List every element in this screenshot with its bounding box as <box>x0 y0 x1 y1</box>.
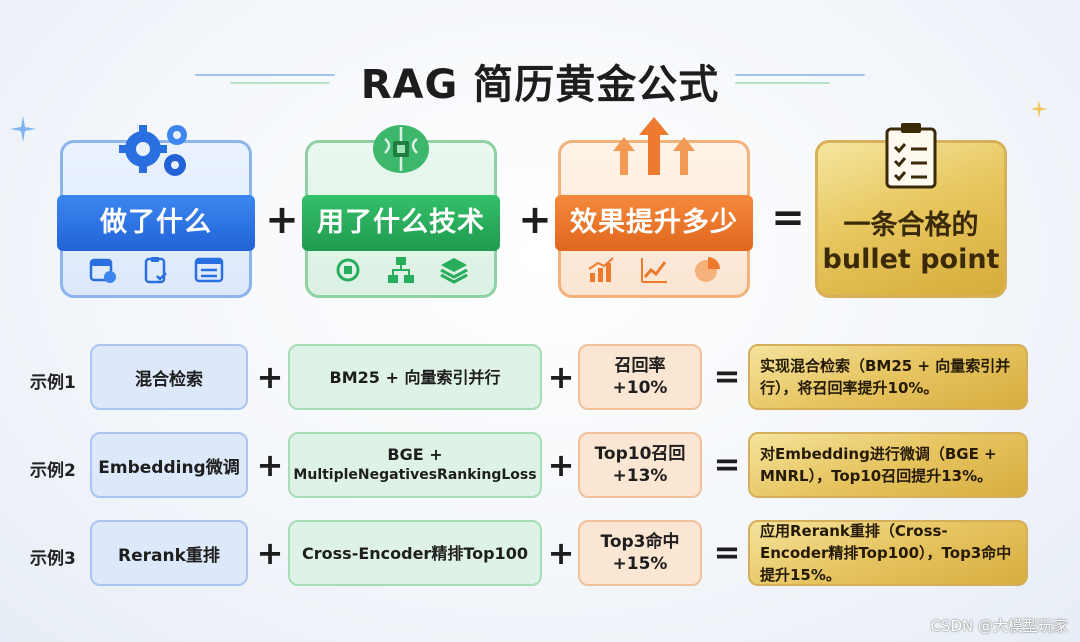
gear-chip-icon <box>336 258 360 282</box>
brain-chip-icon <box>373 125 429 173</box>
card-effect-label: 效果提升多少 <box>555 195 753 251</box>
plus-operator: + <box>518 197 552 243</box>
sparkle-icon <box>1030 100 1048 118</box>
example-effect: Top10召回 +13% <box>578 432 702 498</box>
icon-row <box>308 255 494 285</box>
example-effect: 召回率 +10% <box>578 344 702 410</box>
example-what-text: Embedding微调 <box>98 457 240 478</box>
example-result-text: 对Embedding进行微调（BGE + MNRL），Top10召回提升13%。 <box>760 445 997 485</box>
example-result: 对Embedding进行微调（BGE + MNRL），Top10召回提升13%。 <box>748 432 1028 498</box>
example-result-text: 实现混合检索（BM25 + 向量索引并行），将召回率提升10%。 <box>760 357 1011 397</box>
example-tech-text: BM25 + 向量索引并行 <box>329 367 501 387</box>
example-tech-line2: MultipleNegativesRankingLoss <box>293 467 537 483</box>
checklist-clipboard-icon <box>885 123 937 189</box>
example-what: Embedding微调 <box>90 432 248 498</box>
example-what: 混合检索 <box>90 344 248 410</box>
example-effect-line2: +10% <box>612 378 668 398</box>
plus-operator: + <box>547 446 575 484</box>
clipboard-check-icon <box>144 257 167 284</box>
page-title: RAG 简历黄金公式 <box>360 62 720 108</box>
example-result: 实现混合检索（BM25 + 向量索引并行），将召回率提升10%。 <box>748 344 1028 410</box>
sparkle-icon <box>10 116 36 142</box>
plus-operator: + <box>256 358 284 396</box>
plus-operator: + <box>547 534 575 572</box>
plus-operator: + <box>265 197 299 243</box>
example-tech: Cross-Encoder精排Top100 <box>288 520 542 586</box>
checklist-window-icon <box>194 257 223 283</box>
example-effect-line2: +13% <box>612 466 668 486</box>
card-tech-label: 用了什么技术 <box>302 195 500 251</box>
up-arrows-icon <box>613 117 695 175</box>
example-label: 示例1 <box>30 373 76 393</box>
bar-growth-icon <box>588 257 614 282</box>
example-tech-text: Cross-Encoder精排Top100 <box>302 543 528 563</box>
card-what-label: 做了什么 <box>57 195 255 251</box>
example-tech-line1: BGE + <box>387 445 443 464</box>
example-effect: Top3命中 +15% <box>578 520 702 586</box>
example-effect-line1: Top3命中 <box>600 532 680 552</box>
equals-operator: = <box>713 533 741 571</box>
card-result-line1: 一条合格的 <box>843 210 979 241</box>
example-result-text: 应用Rerank重排（Cross-Encoder精排Top100），Top3命中… <box>760 522 1012 584</box>
layers-icon <box>439 258 468 284</box>
pie-chart-icon <box>694 257 720 282</box>
plus-operator: + <box>256 534 284 572</box>
example-label: 示例3 <box>30 549 76 569</box>
example-what: Rerank重排 <box>90 520 248 586</box>
card-tech: 用了什么技术 <box>302 125 500 298</box>
deco-line <box>735 74 865 76</box>
card-result-label: 一条合格的 bullet point <box>818 209 1004 277</box>
example-effect-line2: +15% <box>612 554 668 574</box>
example-what-text: 混合检索 <box>135 369 203 390</box>
example-label: 示例2 <box>30 461 76 481</box>
example-tech: BGE + MultipleNegativesRankingLoss <box>288 432 542 498</box>
calendar-clock-icon <box>90 258 117 283</box>
card-result: 一条合格的 bullet point <box>815 123 1007 298</box>
deco-line <box>230 82 330 84</box>
equals-operator: = <box>771 195 805 241</box>
example-result: 应用Rerank重排（Cross-Encoder精排Top100），Top3命中… <box>748 520 1028 586</box>
equals-operator: = <box>713 445 741 483</box>
equals-operator: = <box>713 357 741 395</box>
plus-operator: + <box>256 446 284 484</box>
card-what: 做了什么 <box>57 125 255 298</box>
example-effect-line1: 召回率 <box>614 356 666 376</box>
plus-operator: + <box>547 358 575 396</box>
deco-line <box>195 74 335 76</box>
example-tech: BM25 + 向量索引并行 <box>288 344 542 410</box>
example-effect-line1: Top10召回 <box>594 444 686 464</box>
card-effect: 效果提升多少 <box>555 117 753 298</box>
card-result-line2: bullet point <box>822 244 1000 275</box>
icon-row <box>561 255 747 285</box>
line-growth-icon <box>640 258 667 283</box>
watermark: CSDN @大模型玩家 <box>930 617 1068 635</box>
example-what-text: Rerank重排 <box>118 545 220 566</box>
deco-line <box>735 82 830 84</box>
network-icon <box>387 257 414 283</box>
icon-row <box>63 255 249 285</box>
gears-icon <box>119 125 187 176</box>
